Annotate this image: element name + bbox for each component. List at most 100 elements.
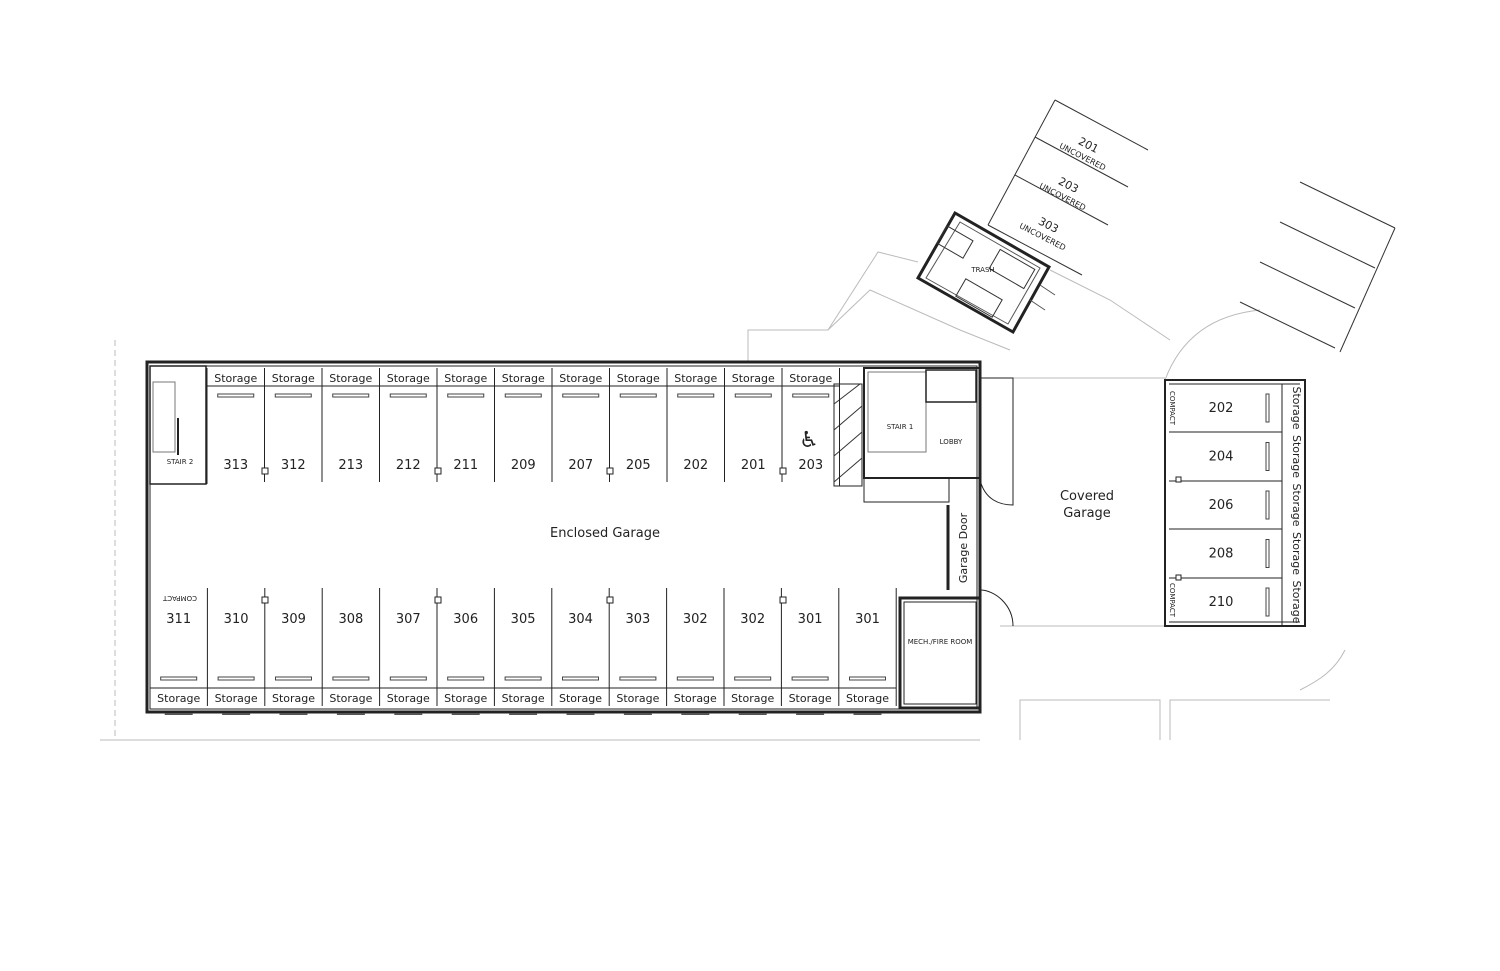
bottom-storage-row: Storage Storage Storage Storage Storage Stora… bbox=[157, 676, 889, 715]
storage-shelf bbox=[734, 393, 772, 398]
storage-label: Storage bbox=[732, 372, 775, 385]
storage-label: Storage bbox=[272, 372, 315, 385]
parking-space-number: 313 bbox=[223, 458, 248, 473]
storage-shelf bbox=[332, 393, 370, 398]
parking-space-number: 310 bbox=[224, 612, 249, 627]
storage-shelf bbox=[734, 676, 772, 681]
storage-shelf bbox=[676, 676, 714, 681]
storage-shelf bbox=[217, 393, 255, 398]
storage-shelf bbox=[792, 393, 830, 398]
covered-space-number: 208 bbox=[1209, 547, 1234, 562]
trash-label: TRASH bbox=[970, 266, 994, 274]
top-storage-row: Storage Storage Storage Storage Storage Stora… bbox=[214, 372, 832, 398]
column-post bbox=[434, 467, 442, 475]
parking-space-number: 205 bbox=[626, 458, 651, 473]
stair-1-label: STAIR 1 bbox=[887, 423, 914, 431]
storage-shelf bbox=[1265, 539, 1270, 568]
storage-shelf bbox=[274, 393, 312, 398]
column-post bbox=[606, 596, 614, 604]
top-space-numbers: 313 312 213 212 211 209 207 205 202 201 203 bbox=[223, 458, 823, 473]
parking-space-number: 209 bbox=[511, 458, 536, 473]
parking-space-number: 306 bbox=[453, 612, 478, 627]
storage-shelf bbox=[389, 393, 427, 398]
compact-label-enclosed: COMPACT bbox=[162, 594, 197, 602]
column-post bbox=[434, 596, 442, 604]
storage-label: Storage bbox=[674, 372, 717, 385]
covered-space-number: 210 bbox=[1209, 595, 1234, 610]
parking-space-number: 202 bbox=[683, 458, 708, 473]
storage-label: Storage bbox=[1290, 386, 1303, 429]
storage-label: Storage bbox=[444, 372, 487, 385]
storage-label: Storage bbox=[559, 372, 602, 385]
storage-shelf bbox=[504, 393, 542, 398]
covered-space-number: 206 bbox=[1209, 498, 1234, 513]
parking-space-number: 305 bbox=[511, 612, 536, 627]
enclosed-garage-label: Enclosed Garage bbox=[550, 526, 660, 541]
covered-space-number: 204 bbox=[1209, 450, 1234, 465]
site-context-lines bbox=[100, 251, 1346, 741]
parking-space-number: 211 bbox=[453, 458, 478, 473]
storage-shelf bbox=[791, 676, 829, 681]
column-post bbox=[1175, 574, 1182, 581]
covered-garage-label-line2: Garage bbox=[1063, 506, 1111, 521]
parking-space-number: 213 bbox=[338, 458, 363, 473]
storage-shelf bbox=[504, 676, 542, 681]
parking-space-number: 203 bbox=[798, 458, 823, 473]
storage-shelf bbox=[275, 676, 312, 681]
storage-shelf bbox=[217, 676, 255, 681]
storage-label: Storage bbox=[502, 692, 545, 705]
column-post bbox=[1175, 476, 1182, 483]
storage-label: Storage bbox=[157, 692, 200, 705]
parking-space-number: 301 bbox=[798, 612, 823, 627]
parking-space-number: 207 bbox=[568, 458, 593, 473]
parking-space-number: 302 bbox=[683, 612, 708, 627]
storage-label: Storage bbox=[1290, 580, 1303, 623]
storage-label: Storage bbox=[329, 692, 372, 705]
storage-shelf bbox=[1265, 442, 1270, 471]
storage-shelf bbox=[849, 676, 886, 681]
stair-2-label: STAIR 2 bbox=[167, 458, 194, 466]
storage-shelf bbox=[1265, 393, 1270, 423]
parking-space-number: 312 bbox=[281, 458, 306, 473]
storage-label: Storage bbox=[616, 692, 659, 705]
storage-label: Storage bbox=[387, 372, 430, 385]
storage-shelf bbox=[619, 676, 657, 681]
column-post bbox=[261, 596, 269, 604]
storage-shelf bbox=[447, 393, 485, 398]
storage-label: Storage bbox=[1290, 435, 1303, 478]
storage-label: Storage bbox=[1290, 532, 1303, 575]
storage-label: Storage bbox=[329, 372, 372, 385]
column-post bbox=[261, 467, 269, 475]
top-stall-lines bbox=[206, 368, 840, 486]
covered-space-number: 202 bbox=[1209, 401, 1234, 416]
storage-label: Storage bbox=[731, 692, 774, 705]
storage-label: Storage bbox=[272, 692, 315, 705]
column-post bbox=[779, 467, 787, 475]
parking-space-number: 307 bbox=[396, 612, 421, 627]
parking-space-number: 308 bbox=[338, 612, 363, 627]
parking-space-number: 201 bbox=[741, 458, 766, 473]
storage-label: Storage bbox=[789, 372, 832, 385]
parking-space-number: 212 bbox=[396, 458, 421, 473]
storage-label: Storage bbox=[214, 372, 257, 385]
covered-garage-label-line1: Covered bbox=[1060, 489, 1114, 504]
parking-space-number: 302 bbox=[740, 612, 765, 627]
storage-shelf bbox=[1265, 490, 1270, 520]
storage-label: Storage bbox=[617, 372, 660, 385]
storage-shelf bbox=[1265, 587, 1270, 617]
bottom-stall-lines bbox=[150, 588, 897, 706]
parking-space-number: 304 bbox=[568, 612, 593, 627]
storage-shelf bbox=[160, 676, 198, 681]
storage-shelf bbox=[619, 393, 657, 398]
parking-space-number: 301 bbox=[855, 612, 880, 627]
trash-enclosure bbox=[915, 210, 1056, 335]
storage-label: Storage bbox=[215, 692, 258, 705]
accessible-parking-icon: ♿ bbox=[799, 428, 819, 453]
parking-space-number: 309 bbox=[281, 612, 306, 627]
uncovered-parking-area bbox=[987, 99, 1396, 353]
